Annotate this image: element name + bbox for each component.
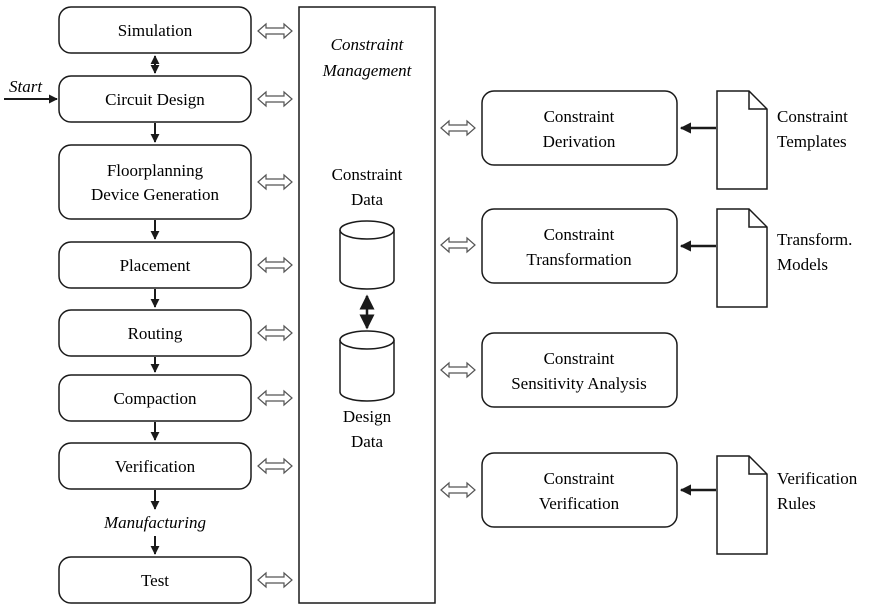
tool-label-line1: Constraint [544, 225, 615, 244]
tool-constraint-transformation: Constraint Transformation [481, 208, 678, 284]
stage-label: Routing [128, 324, 183, 343]
constraint-management-box: Constraint Management Constraint Data De… [298, 6, 436, 604]
double-arrow [257, 324, 293, 342]
start-label: Start [9, 77, 43, 96]
stage-label: Placement [120, 256, 191, 275]
double-arrow [257, 389, 293, 407]
stage-label: Compaction [113, 389, 197, 408]
double-arrow [257, 90, 293, 108]
hollow-double-arrows-right [440, 119, 476, 499]
tool-label-line2: Sensitivity Analysis [511, 374, 647, 393]
manufacturing-label: Manufacturing [103, 513, 206, 532]
stage-label: Simulation [118, 21, 193, 40]
tool-label-line2: Verification [539, 494, 620, 513]
doc-label-line2: Models [777, 255, 828, 274]
models-document-icon [716, 208, 768, 308]
stage-label: Floorplanning [107, 161, 204, 180]
tool-label-line2: Transformation [526, 250, 632, 269]
design-data-cylinder-icon [339, 330, 395, 402]
double-arrow [257, 571, 293, 589]
double-arrow [440, 481, 476, 499]
tool-constraint-sensitivity-analysis: Constraint Sensitivity Analysis [481, 332, 678, 408]
stage-circuit-design: Circuit Design [58, 75, 252, 123]
double-arrow [440, 361, 476, 379]
rules-document-icon [716, 455, 768, 555]
double-arrow [257, 173, 293, 191]
tool-label-line1: Constraint [544, 107, 615, 126]
management-title-line2: Management [322, 61, 413, 80]
stage-verification: Verification [58, 442, 252, 490]
stage-floorplanning-device-generation: Floorplanning Device Generation [58, 144, 252, 220]
double-arrow [257, 22, 293, 40]
doc-label-line1: Constraint [777, 107, 848, 126]
doc-label-line1: Transform. [777, 230, 852, 249]
hollow-double-arrows-left [257, 22, 293, 589]
stage-simulation: Simulation [58, 6, 252, 54]
tool-label-line1: Constraint [544, 349, 615, 368]
constraint-data-label-line1: Constraint [332, 165, 403, 184]
management-title-line1: Constraint [331, 35, 405, 54]
stage-routing: Routing [58, 309, 252, 357]
stage-label: Verification [115, 457, 196, 476]
constraint-data-label-line2: Data [351, 190, 384, 209]
tool-constraint-verification: Constraint Verification [481, 452, 678, 528]
stage-test: Test [58, 556, 252, 604]
constraint-data-cylinder-icon [339, 220, 395, 290]
double-arrow [257, 256, 293, 274]
templates-document-icon [716, 90, 768, 190]
stage-compaction: Compaction [58, 374, 252, 422]
tool-constraint-derivation: Constraint Derivation [481, 90, 678, 166]
tool-label-line1: Constraint [544, 469, 615, 488]
stage-label-line2: Device Generation [91, 185, 219, 204]
doc-label-line2: Templates [777, 132, 847, 151]
stage-placement: Placement [58, 241, 252, 289]
doc-label-line2: Rules [777, 494, 816, 513]
tool-label-line2: Derivation [543, 132, 616, 151]
double-arrow [257, 457, 293, 475]
stage-label: Circuit Design [105, 90, 205, 109]
doc-label-line1: Verification [777, 469, 858, 488]
design-data-label-line1: Design [343, 407, 392, 426]
design-data-label-line2: Data [351, 432, 384, 451]
stage-label: Test [141, 571, 169, 590]
double-arrow [440, 236, 476, 254]
double-arrow [440, 119, 476, 137]
